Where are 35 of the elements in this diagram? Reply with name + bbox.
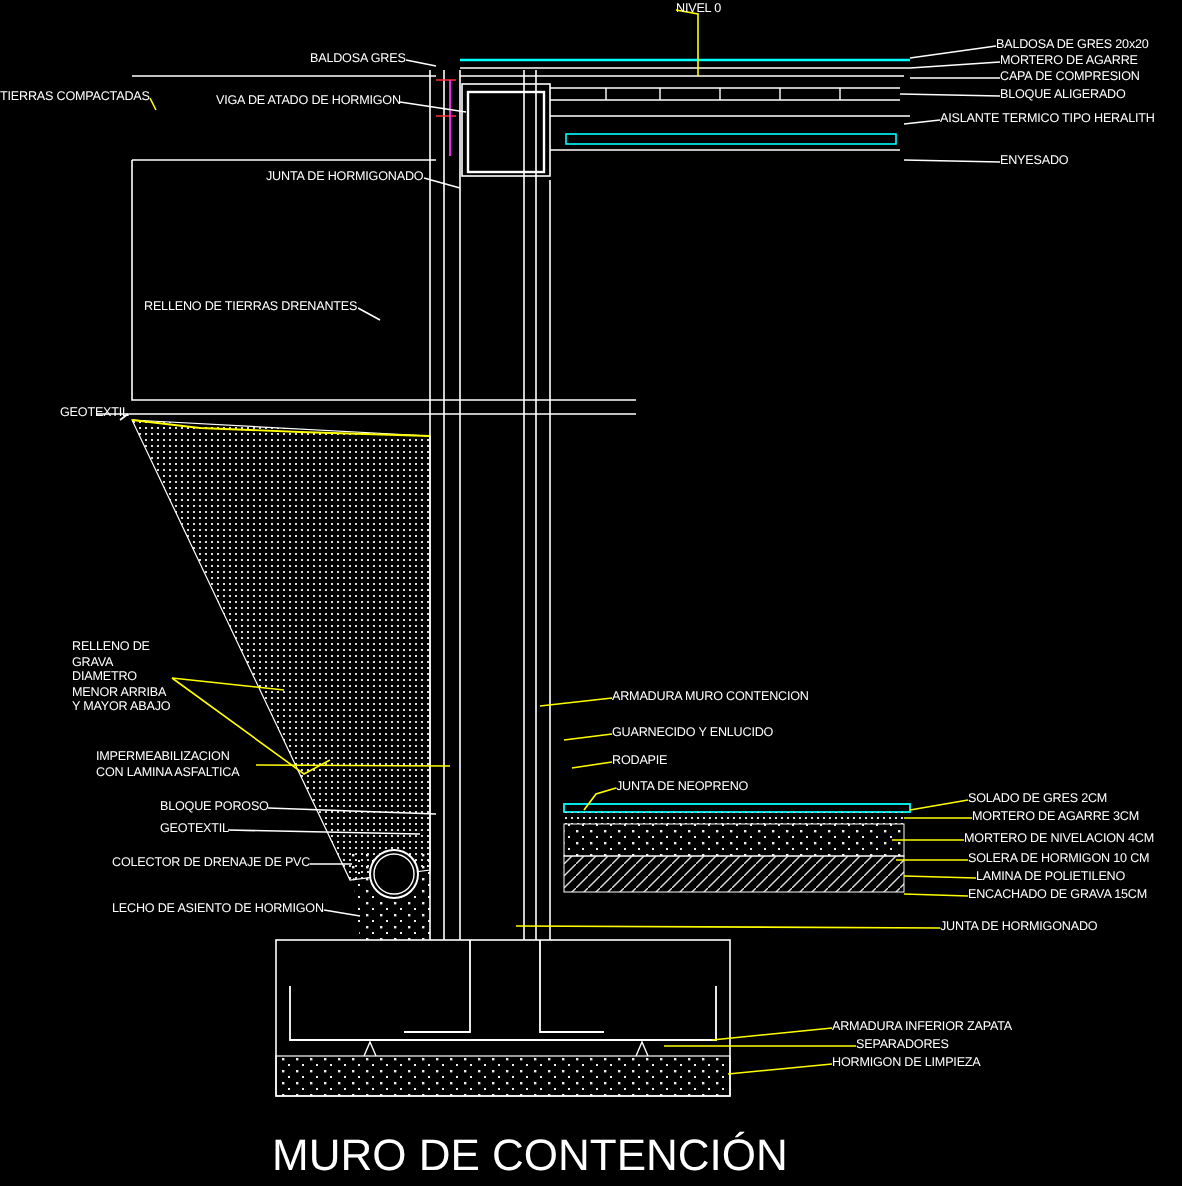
leader-line [149,97,157,111]
leader-line [899,93,1001,97]
leader-line [583,787,617,811]
leader-line [903,159,1001,163]
leader-line [309,863,353,865]
leader-line [539,697,613,707]
leader-line [711,1027,833,1041]
leader-line [895,859,969,861]
leader-line [903,817,973,819]
leader-line [663,1045,857,1047]
leader-line [423,177,461,189]
leader-line [903,875,977,879]
leader-line [903,893,969,897]
leader-line [563,733,613,741]
leader-line [909,61,1001,69]
leader-line [399,101,467,113]
leader-line [515,925,941,929]
leader-line [255,764,451,767]
leader-line [171,677,285,691]
drawing-title: MURO DE CONTENCIÓN [272,1132,788,1181]
leader-line [891,839,965,841]
leader-line [909,77,1001,79]
leader-line [903,119,941,125]
leader-line [727,1063,833,1075]
leader-line [357,307,381,321]
leader-line [909,799,969,811]
leader-line [267,807,437,815]
leader-line [171,677,331,775]
leader-line [571,761,613,769]
leader-line [405,59,437,67]
leader-line [323,909,361,917]
leader-line [227,829,421,835]
leader-line [119,413,129,421]
leader-line [909,45,997,59]
leader-line [675,9,699,77]
